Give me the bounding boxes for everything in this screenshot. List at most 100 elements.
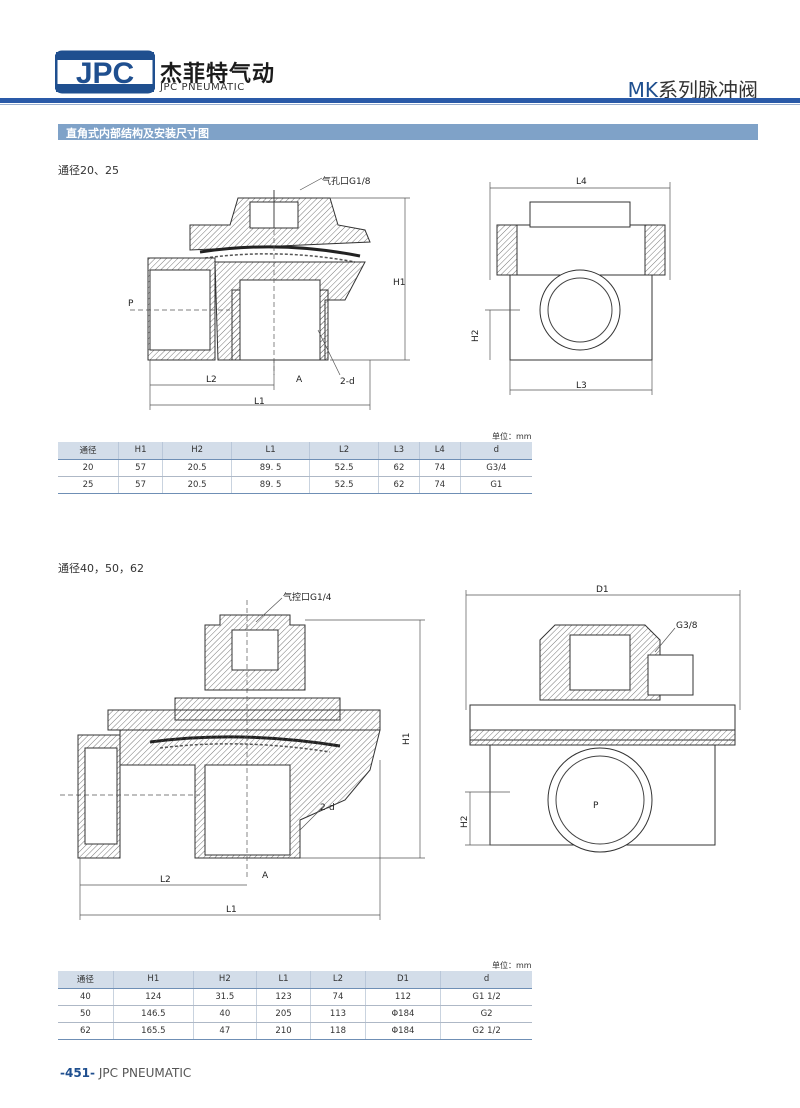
- part1-spec-table: 通径 H1 H2 L1 L2 L3 L4 d 20 57 20.5 89. 5 …: [58, 442, 532, 494]
- table-cell: 52.5: [309, 476, 380, 494]
- table-cell: 118: [310, 1022, 366, 1040]
- table-cell: G1: [460, 476, 532, 494]
- col-header: 通径: [58, 442, 119, 460]
- table-row: 50 146.5 40 205 113 Φ184 G2: [58, 1005, 532, 1023]
- part1-end-view: [485, 182, 671, 395]
- table-cell: 20: [58, 459, 119, 477]
- header-rule: [0, 98, 800, 103]
- table-row: 20 57 20.5 89. 5 52.5 62 74 G3/4: [58, 459, 532, 477]
- part1-H1-label: H1: [393, 278, 406, 288]
- jpc-logo: JPC: [55, 50, 155, 94]
- table-cell: 62: [378, 459, 420, 477]
- table-cell: 113: [310, 1005, 366, 1023]
- table-cell: G3/4: [460, 459, 532, 477]
- part1-P-label: P: [128, 299, 134, 309]
- table-cell: 205: [256, 1005, 312, 1023]
- col-header: H2: [162, 442, 233, 460]
- part2-spec-table: 通径 H1 H2 L1 L2 D1 d 40 124 31.5 123 74 1…: [58, 971, 532, 1040]
- page-footer: -451- JPC PNEUMATIC: [60, 1066, 191, 1080]
- part1-L1-label: L1: [254, 397, 265, 407]
- page-number: -451-: [60, 1066, 96, 1080]
- part2-P-label: P: [593, 801, 599, 811]
- table-cell: 123: [256, 988, 312, 1006]
- table-row: 25 57 20.5 89. 5 52.5 62 74 G1: [58, 476, 532, 494]
- part1-L2-label: L2: [206, 375, 217, 385]
- table-header-row: 通径 H1 H2 L1 L2 D1 d: [58, 971, 532, 989]
- table-cell: 89. 5: [231, 476, 311, 494]
- table-cell: 210: [256, 1022, 312, 1040]
- table-cell: 89. 5: [231, 459, 311, 477]
- table-cell: 124: [113, 988, 194, 1006]
- table-cell: 52.5: [309, 459, 380, 477]
- part1-H2-label: H2: [471, 330, 481, 343]
- table-cell: Φ184: [365, 1022, 442, 1040]
- col-header: D1: [365, 971, 442, 989]
- table-cell: 57: [118, 476, 164, 494]
- col-header: L1: [256, 971, 312, 989]
- table-cell: G2 1/2: [440, 1022, 532, 1040]
- table-cell: 74: [310, 988, 366, 1006]
- table-cell: 165.5: [113, 1022, 194, 1040]
- table-cell: 50: [58, 1005, 114, 1023]
- table-cell: 20.5: [162, 476, 233, 494]
- part2-drawings: 气控口G1/4 H1 2-d A L2 L1 D1 G3/8 P H2: [60, 585, 741, 920]
- part1-caption: 通径20、25: [58, 164, 119, 177]
- col-header: 通径: [58, 971, 114, 989]
- part1-unit: 单位：mm: [492, 432, 532, 441]
- table-cell: 47: [193, 1022, 257, 1040]
- part2-unit: 单位：mm: [492, 961, 532, 970]
- table-cell: 62: [378, 476, 420, 494]
- table-cell: 25: [58, 476, 119, 494]
- section-title: 直角式内部结构及安装尺寸图: [66, 127, 209, 140]
- table-cell: 74: [419, 459, 461, 477]
- brand-name-cn: 杰菲特气动: [160, 62, 276, 87]
- part2-A-label: A: [262, 871, 269, 881]
- table-cell: 40: [58, 988, 114, 1006]
- part1-L3-label: L3: [576, 381, 587, 391]
- section-bar: [58, 124, 758, 140]
- table-cell: 57: [118, 459, 164, 477]
- table-row: 62 165.5 47 210 118 Φ184 G2 1/2: [58, 1022, 532, 1040]
- part2-g38-label: G3/8: [676, 621, 698, 631]
- part2-end-view: [465, 590, 741, 853]
- part2-section-view: [60, 597, 425, 920]
- col-header: H2: [193, 971, 257, 989]
- col-header: d: [440, 971, 532, 989]
- col-header: L3: [378, 442, 420, 460]
- footer-brand: JPC PNEUMATIC: [98, 1066, 192, 1080]
- col-header: H1: [118, 442, 164, 460]
- page-header: JPC 杰菲特气动 JPC PNEUMATIC MK系列脉冲阀: [0, 0, 800, 110]
- table-cell: 146.5: [113, 1005, 194, 1023]
- col-header: L1: [231, 442, 311, 460]
- logo-text: JPC: [76, 57, 134, 90]
- col-header: L2: [310, 971, 366, 989]
- part1-port-label: 气孔口G1/8: [322, 175, 371, 187]
- table-cell: 62: [58, 1022, 114, 1040]
- col-header: H1: [113, 971, 194, 989]
- table-header-row: 通径 H1 H2 L1 L2 L3 L4 d: [58, 442, 532, 460]
- table-cell: Φ184: [365, 1005, 442, 1023]
- part2-L1-label: L1: [226, 905, 237, 915]
- part1-section-view: [130, 177, 410, 410]
- col-header: L4: [419, 442, 461, 460]
- table-cell: G1 1/2: [440, 988, 532, 1006]
- part2-port-label: 气控口G1/4: [283, 591, 332, 603]
- part1-A-label: A: [296, 375, 303, 385]
- part1-L4-label: L4: [576, 177, 587, 187]
- table-cell: 40: [193, 1005, 257, 1023]
- table-cell: 20.5: [162, 459, 233, 477]
- part2-H1-label: H1: [402, 733, 412, 746]
- table-cell: 74: [419, 476, 461, 494]
- part2-D1-label: D1: [596, 585, 609, 595]
- part2-H2-label: H2: [460, 816, 470, 829]
- part1-drawings: 气孔口G1/8 P H1 L2 L1 A 2-d L4 L3 H2: [128, 175, 671, 410]
- col-header: L2: [309, 442, 380, 460]
- part1-d-label: 2-d: [340, 377, 355, 387]
- part2-caption: 通径40，50，62: [58, 562, 144, 575]
- header-rule-thin: [0, 104, 800, 105]
- col-header: d: [460, 442, 532, 460]
- table-cell: 112: [365, 988, 442, 1006]
- part2-L2-label: L2: [160, 875, 171, 885]
- table-cell: 31.5: [193, 988, 257, 1006]
- table-cell: G2: [440, 1005, 532, 1023]
